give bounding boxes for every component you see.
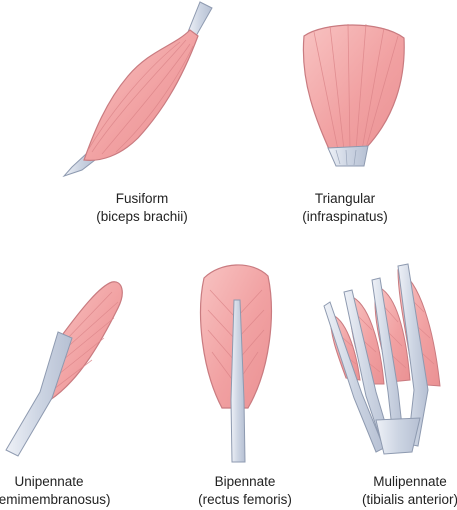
unipennate-caption: Unipennate (semimembranosus) [0,473,149,509]
bipennate-label: Bipennate [214,474,276,489]
bipennate-muscle [200,264,272,463]
fusiform-label: Fusiform [115,191,169,206]
fusiform-muscle [62,1,213,178]
bipennate-caption: Bipennate (rectus femoris) [145,473,345,509]
multipennate-caption: Mulipennate (tibialis anterior) [310,473,457,509]
fusiform-caption: Fusiform (biceps brachii) [42,190,242,226]
fusiform-example: (biceps brachii) [96,209,188,224]
unipennate-example: (semimembranosus) [0,492,111,507]
unipennate-muscle [5,281,123,457]
triangular-belly [302,24,405,157]
multipennate-label: Mulipennate [373,474,447,489]
fusiform-belly [83,29,199,161]
triangular-caption: Triangular (infraspinatus) [245,190,445,226]
unipennate-tendon [5,331,73,457]
multipennate-tendons [323,263,429,453]
multipennate-example: (tibialis anterior) [361,492,457,507]
bipennate-tendon [230,299,246,463]
triangular-label: Triangular [314,191,376,206]
triangular-muscle [302,23,405,167]
triangular-tendon [327,145,369,167]
multipennate-common-tendon [375,417,421,455]
multipennate-muscle [323,263,441,455]
bipennate-example: (rectus femoris) [198,492,292,507]
triangular-example: (infraspinatus) [302,209,388,224]
unipennate-label: Unipennate [14,474,84,489]
